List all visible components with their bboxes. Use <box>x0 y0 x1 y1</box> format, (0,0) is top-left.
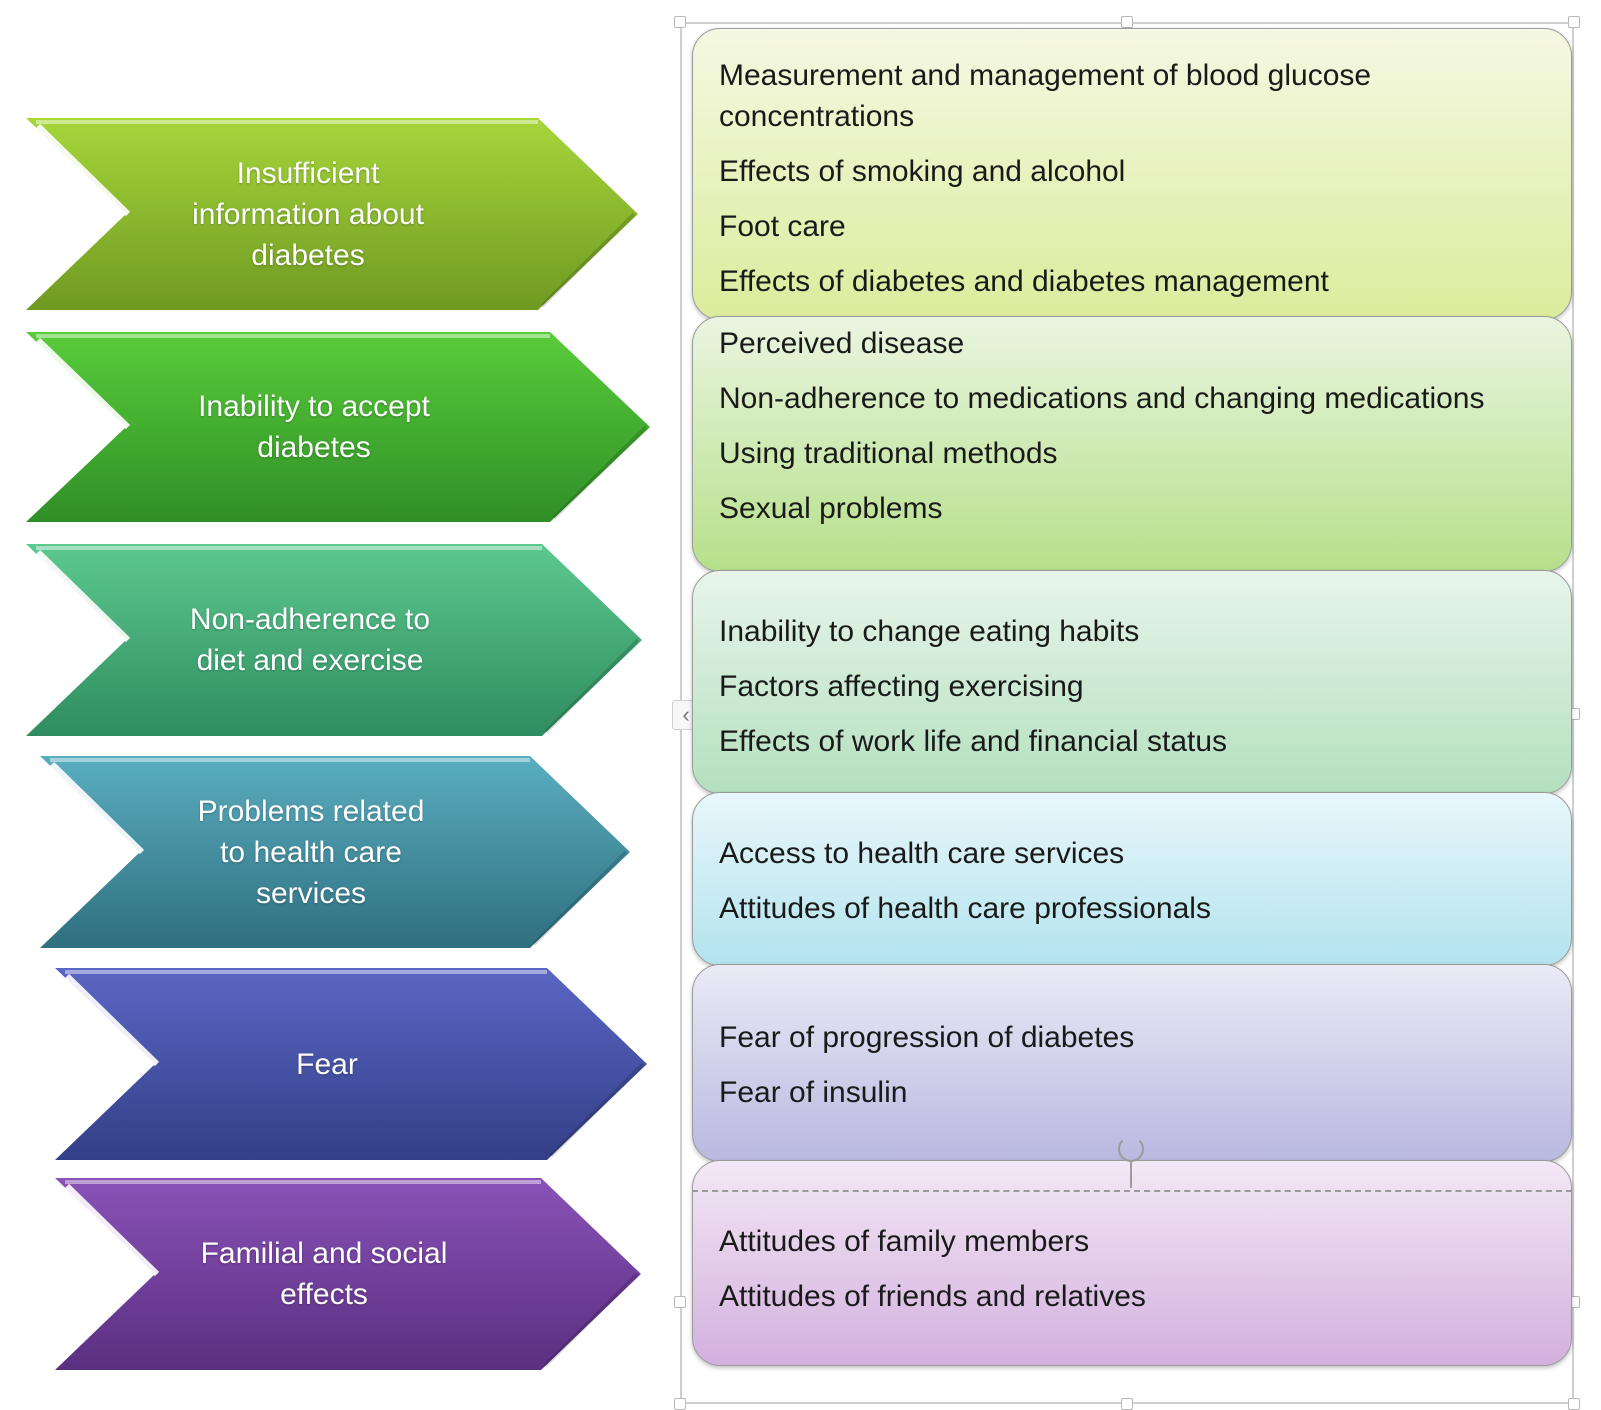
detail-item: Attitudes of family members <box>719 1225 1090 1258</box>
detail-item: Attitudes of health care professionals <box>719 892 1211 925</box>
detail-item: Sexual problems <box>719 492 943 525</box>
detail-item: Attitudes of friends and relatives <box>719 1280 1146 1313</box>
category-label: Insufficient information about diabetes <box>192 156 424 272</box>
category-chevron <box>0 0 660 736</box>
category-chevron <box>0 0 660 948</box>
category-label: Familial and social effects <box>200 1237 448 1311</box>
category-label: Fear <box>296 1047 358 1081</box>
category-label: Non-adherence to diet and exercise <box>189 603 431 677</box>
resize-handle[interactable] <box>1568 1398 1580 1410</box>
detail-item: Measurement and management of blood gluc… <box>719 59 1372 133</box>
rotate-handle-stem <box>1130 1160 1132 1188</box>
detail-item: Factors affecting exercising <box>719 670 1084 703</box>
category-chevron <box>0 0 660 1160</box>
detail-item: Effects of smoking and alcohol <box>719 155 1126 188</box>
resize-handle[interactable] <box>674 16 686 28</box>
detail-item: Perceived disease <box>719 327 965 360</box>
detail-item: Foot care <box>719 210 846 243</box>
rotate-handle-icon[interactable] <box>1118 1136 1144 1162</box>
detail-item: Inability to change eating habits <box>719 615 1140 648</box>
detail-item: Non-adherence to medications and changin… <box>719 382 1485 415</box>
resize-handle[interactable] <box>674 1398 686 1410</box>
detail-list: Measurement and management of blood gluc… <box>719 55 1531 302</box>
detail-item: Effects of work life and financial statu… <box>719 725 1228 758</box>
category-chevron <box>0 0 660 1370</box>
category-chevron <box>0 0 660 522</box>
selection-dashed-edge <box>692 1190 1572 1192</box>
resize-handle[interactable] <box>674 1296 686 1308</box>
category-label: Inability to accept diabetes <box>198 390 430 464</box>
category-chevron <box>0 0 660 310</box>
resize-handle[interactable] <box>1568 16 1580 28</box>
resize-handle[interactable] <box>1121 16 1133 28</box>
resize-handle[interactable] <box>1121 1398 1133 1410</box>
detail-item: Access to health care services <box>719 837 1125 870</box>
detail-item: Using traditional methods <box>719 437 1058 470</box>
detail-box: Measurement and management of blood gluc… <box>692 28 1572 320</box>
detail-item: Fear of insulin <box>719 1076 908 1109</box>
detail-item: Effects of diabetes and diabetes managem… <box>719 265 1329 298</box>
category-label: Problems related to health care services <box>197 794 425 910</box>
detail-item: Fear of progression of diabetes <box>719 1021 1135 1054</box>
